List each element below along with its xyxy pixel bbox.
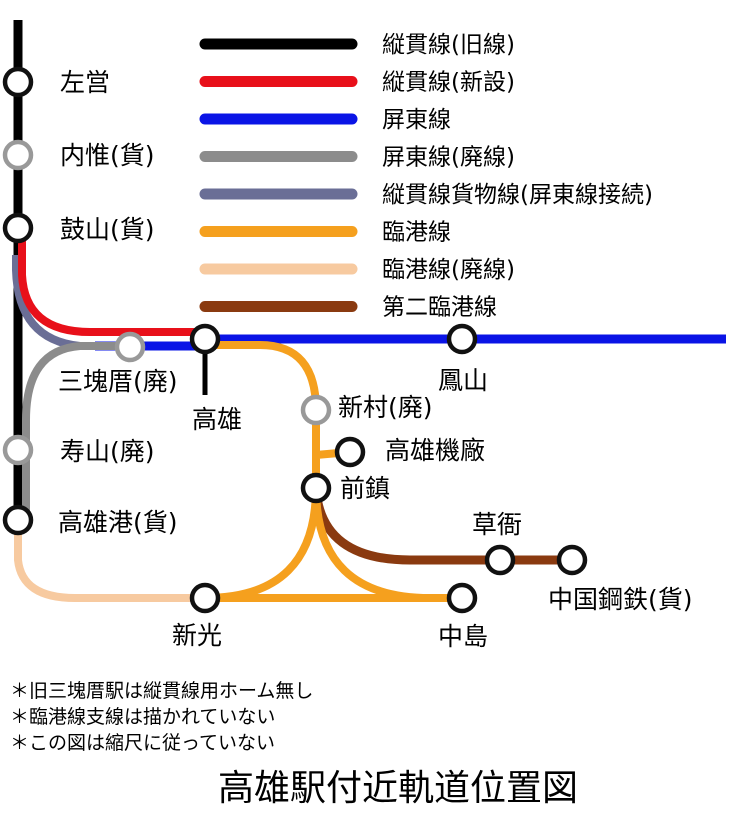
station-label-gushan: 鼓山(貨) xyxy=(60,215,155,244)
station-label-sankuaicuo: 三塊厝(廃) xyxy=(58,367,178,396)
station-marker-caoya xyxy=(484,544,516,576)
legend-label-pingtung: 屏東線 xyxy=(382,107,451,133)
station-marker-shoushan xyxy=(2,434,34,466)
station-label-kaohsiung: 高雄 xyxy=(192,405,242,434)
rinko-abandoned-line xyxy=(14,522,205,602)
station-label-qianzhen: 前鎮 xyxy=(340,474,390,503)
station-marker-csc xyxy=(556,544,588,576)
legend-label-new_trunk: 縦貫線(新設) xyxy=(382,70,515,96)
station-label-xinguang: 新光 xyxy=(172,621,222,650)
note-2: ＊臨港線支線は描かれていない xyxy=(10,706,275,728)
station-label-shoushan: 寿山(廃) xyxy=(60,437,155,466)
station-marker-xincun xyxy=(300,394,332,426)
station-label-fengshan: 鳳山 xyxy=(438,366,488,395)
diagram-title: 高雄駅付近軌道位置図 xyxy=(218,768,578,809)
station-label-caoya: 草衙 xyxy=(472,510,522,539)
station-label-port: 高雄港(貨) xyxy=(58,508,178,537)
station-marker-zhongdao xyxy=(446,582,478,614)
station-label-zuoying: 左営 xyxy=(60,68,110,97)
legend-label-second_rinko: 第二臨港線 xyxy=(382,295,497,321)
legend-label-old_trunk: 縦貫線(旧線) xyxy=(382,32,515,58)
station-label-depot: 高雄機廠 xyxy=(385,436,485,465)
station-marker-sankuaicuo xyxy=(114,331,146,363)
rinko-line xyxy=(201,341,460,602)
station-marker-qianzhen xyxy=(300,472,332,504)
station-marker-fengshan xyxy=(446,323,478,355)
station-label-neiwei: 内惟(貨) xyxy=(60,141,155,170)
station-marker-port xyxy=(2,504,34,536)
legend-label-freight: 縦貫線貨物線(屏東線接続) xyxy=(382,182,653,208)
note-3: ＊この図は縮尺に従っていない xyxy=(10,732,275,754)
pingtung-line xyxy=(95,334,726,351)
station-label-xincun: 新村(廃) xyxy=(338,393,433,422)
stations xyxy=(2,66,588,614)
legend-label-pingtung_abandoned: 屏東線(廃線) xyxy=(382,145,515,171)
legend-label-rinko_abandoned: 臨港線(廃線) xyxy=(382,257,515,283)
new-trunk-line xyxy=(18,235,205,336)
legend-label-rinko: 臨港線 xyxy=(382,220,451,246)
station-marker-kaohsiung xyxy=(189,323,221,355)
station-marker-neiwei xyxy=(2,139,34,171)
note-1: ＊旧三塊厝駅は縦貫線用ホーム無し xyxy=(10,680,313,702)
station-marker-zuoying xyxy=(2,66,34,98)
station-marker-xinguang xyxy=(189,582,221,614)
station-marker-depot xyxy=(334,436,366,468)
station-marker-gushan xyxy=(2,212,34,244)
station-label-zhongdao: 中島 xyxy=(438,622,488,651)
station-label-csc: 中国鋼鉄(貨) xyxy=(548,585,693,614)
pingtung-abandoned-line xyxy=(22,342,130,520)
